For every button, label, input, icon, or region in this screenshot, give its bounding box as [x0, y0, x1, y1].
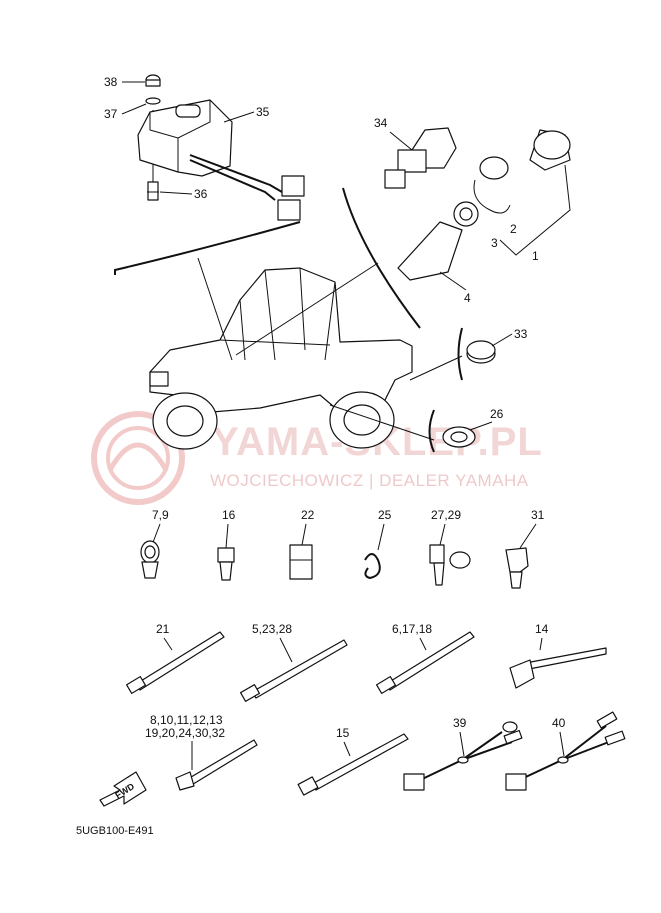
callout-21: 21: [156, 622, 170, 636]
clip-16: [217, 547, 235, 581]
callout-40: 40: [552, 716, 566, 730]
cable-ties-row: 21 5,23,28 6,17,18 14: [125, 622, 607, 702]
cable-tie-14: [509, 647, 607, 689]
callout-8-line2: 19,20,24,30,32: [145, 726, 225, 740]
callout-8-line1: 8,10,11,12,13: [150, 713, 223, 727]
clip-31: [505, 547, 529, 589]
cable-tie-21: [125, 631, 225, 695]
cable-tie-15: [297, 733, 409, 796]
callout-36: 36: [194, 187, 208, 201]
vehicle-illustration: [149, 267, 413, 450]
clip-27-29: [429, 544, 471, 586]
callout-31: 31: [531, 508, 545, 522]
cable-tie-6-17-18: [375, 631, 475, 695]
clip-7-9: [140, 540, 160, 579]
bottom-row: 8,10,11,12,13 19,20,24,30,32 15 39 40: [145, 711, 626, 796]
diagram-code: 5UGB100-E491: [76, 825, 154, 837]
callout-27-29: 27,29: [431, 508, 461, 522]
callout-15: 15: [336, 726, 350, 740]
cable-tie-5-23-28: [239, 639, 348, 702]
callout-7-9: 7,9: [152, 508, 169, 522]
lead-39: [403, 721, 523, 791]
callout-14: 14: [535, 622, 549, 636]
watermark-subtitle: WOJCIECHOWICZ | DEALER YAMAHA: [210, 471, 529, 490]
callout-35: 35: [256, 105, 270, 119]
callout-16: 16: [222, 508, 236, 522]
callouts-top: 38 37 35 36 34 2 3 1 4 33 26: [104, 75, 539, 431]
callout-39: 39: [453, 716, 467, 730]
lead-40: [505, 711, 626, 791]
switch-assembly-35: [137, 74, 305, 221]
grommet-26: [442, 426, 476, 448]
callout-2: 2: [510, 222, 517, 236]
parts-1-to-4: [397, 129, 571, 281]
callout-25: 25: [378, 508, 392, 522]
clips-row: 7,9 16 22 25 27,29 31: [140, 508, 545, 589]
callout-1: 1: [532, 249, 539, 263]
callout-3: 3: [491, 236, 498, 250]
callout-4: 4: [464, 291, 471, 305]
callout-33: 33: [514, 327, 528, 341]
cable-tie-8-10: [175, 739, 258, 791]
callout-22: 22: [301, 508, 315, 522]
watermark-logo-icon: [91, 411, 185, 505]
clip-25: [364, 553, 381, 580]
callout-6-17-18: 6,17,18: [392, 622, 432, 636]
clip-22: [289, 544, 313, 580]
callout-37: 37: [104, 107, 118, 121]
callout-34: 34: [374, 116, 388, 130]
leader-lines: [114, 187, 463, 453]
forward-arrow-icon: FWD: [99, 771, 147, 807]
callout-5-23-28: 5,23,28: [252, 622, 292, 636]
callout-26: 26: [490, 407, 504, 421]
grommet-33: [466, 340, 496, 364]
callout-38: 38: [104, 75, 118, 89]
